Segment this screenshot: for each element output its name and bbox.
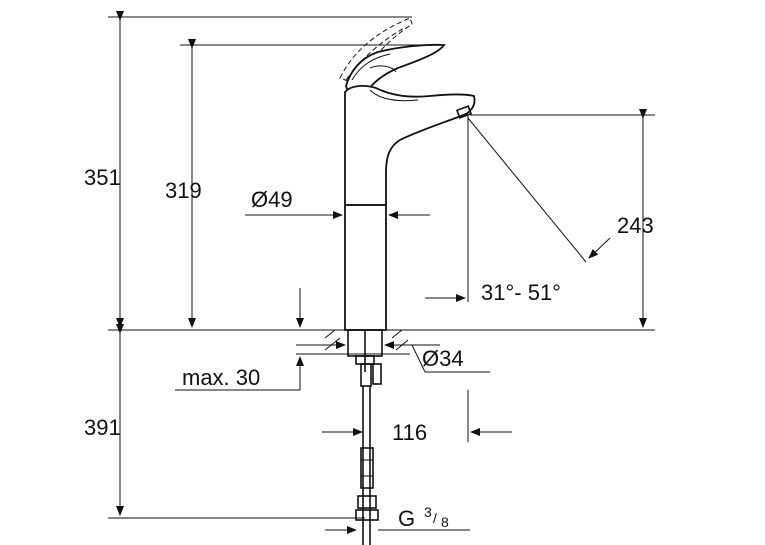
svg-text:319: 319 bbox=[165, 178, 202, 203]
svg-text:max. 30: max. 30 bbox=[182, 365, 260, 390]
svg-text:351: 351 bbox=[84, 165, 121, 190]
svg-text:/: / bbox=[433, 510, 437, 526]
dimension-diameter-34: Ø34 bbox=[296, 341, 490, 373]
faucet-outline bbox=[339, 17, 476, 331]
svg-text:3: 3 bbox=[424, 504, 432, 520]
mounting-assembly bbox=[320, 329, 410, 545]
dimension-swivel-angle: 31°- 51° bbox=[425, 117, 611, 305]
svg-text:31°- 51°: 31°- 51° bbox=[481, 280, 561, 305]
svg-text:G: G bbox=[398, 506, 415, 531]
svg-text:Ø34: Ø34 bbox=[422, 346, 464, 371]
dimension-diameter-49: Ø49 bbox=[245, 187, 430, 219]
dimension-391: 391 bbox=[84, 324, 124, 516]
svg-text:391: 391 bbox=[84, 415, 121, 440]
svg-text:Ø49: Ø49 bbox=[251, 187, 293, 212]
svg-text:116: 116 bbox=[392, 420, 427, 445]
dimension-351: 351 bbox=[84, 11, 124, 328]
thread-label: G 3 / 8 bbox=[325, 504, 470, 534]
svg-text:243: 243 bbox=[617, 213, 654, 238]
svg-text:8: 8 bbox=[441, 514, 449, 530]
dimension-116: 116 bbox=[322, 390, 512, 445]
dimension-319: 319 bbox=[165, 39, 202, 328]
dimension-max-30: max. 30 bbox=[175, 288, 345, 391]
dimension-243: 243 bbox=[617, 109, 654, 328]
